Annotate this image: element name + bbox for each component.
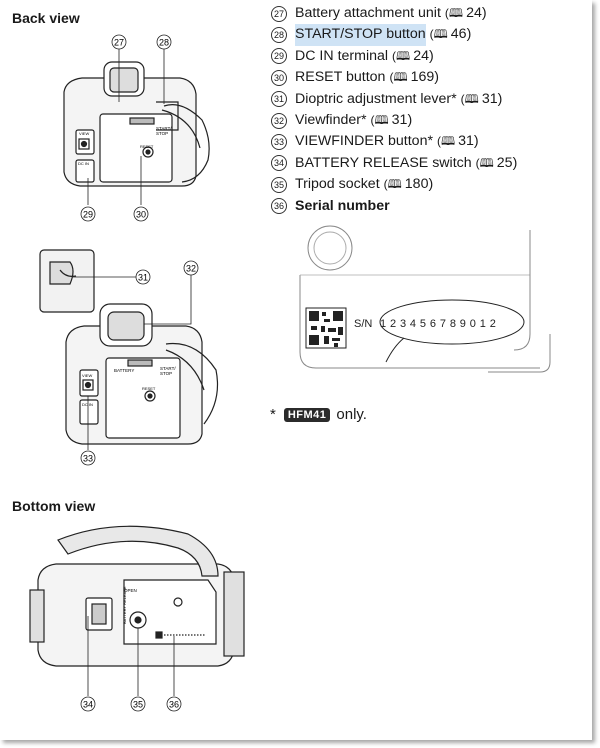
svg-text:DC IN: DC IN bbox=[82, 402, 93, 407]
svg-text:36: 36 bbox=[169, 700, 179, 710]
part-number: 29 bbox=[271, 48, 287, 65]
part-ref: 46 bbox=[450, 26, 467, 43]
callout-36: 36 bbox=[166, 696, 182, 712]
part-ref: 169 bbox=[410, 69, 435, 86]
book-icon: 🕮 bbox=[393, 70, 408, 85]
part-label: VIEWFINDER button* bbox=[295, 133, 433, 150]
callout-30: 30 bbox=[133, 206, 149, 222]
battery-release-label: BATTERY RELEASE bbox=[122, 586, 127, 624]
open-label: OPEN bbox=[124, 588, 137, 593]
part-ref: 24 bbox=[413, 47, 429, 64]
serial-number-text: 1 2 3 4 5 6 7 8 9 0 1 2 bbox=[380, 318, 496, 330]
serial-prefix: S/N bbox=[354, 318, 372, 330]
part-number: 34 bbox=[271, 155, 287, 172]
part-ref: 180 bbox=[404, 176, 429, 193]
start-stop-label: START/ bbox=[156, 126, 172, 131]
part-label: Tripod socket bbox=[295, 176, 380, 193]
part-ref: 31 bbox=[481, 90, 498, 107]
part-label: DC IN terminal bbox=[295, 47, 389, 64]
part-number: 36 bbox=[271, 198, 287, 215]
back-view-camera-drawing: START/ STOP VIEW DC IN RESET 27 28 29 30 bbox=[63, 34, 210, 222]
svg-text:29: 29 bbox=[83, 210, 93, 220]
svg-text:28: 28 bbox=[159, 38, 169, 48]
part-label: Dioptric adjustment lever* bbox=[295, 90, 457, 107]
footnote-star: * bbox=[270, 406, 276, 423]
book-icon: 🕮 bbox=[433, 27, 448, 42]
part-number: 27 bbox=[271, 5, 287, 22]
callout-32: 32 bbox=[183, 260, 199, 276]
part-label: Viewfinder* bbox=[295, 111, 367, 128]
part-ref: 31 bbox=[391, 111, 408, 128]
book-icon: 🕮 bbox=[448, 6, 464, 20]
svg-text:32: 32 bbox=[186, 264, 196, 274]
part-number: 30 bbox=[271, 69, 287, 86]
book-icon: 🕮 bbox=[440, 134, 456, 149]
svg-text:VIEW: VIEW bbox=[82, 373, 92, 378]
part-label: Serial number bbox=[295, 197, 390, 214]
callout-33: 33 bbox=[80, 450, 96, 466]
svg-text:34: 34 bbox=[83, 700, 93, 710]
svg-text:30: 30 bbox=[136, 210, 146, 220]
footnote: * HFM41 only. bbox=[270, 406, 367, 423]
part-ref: 25 bbox=[496, 154, 513, 171]
callout-29: 29 bbox=[80, 206, 96, 222]
dc-in-label: DC IN bbox=[78, 161, 89, 166]
svg-text:33: 33 bbox=[83, 454, 93, 464]
svg-text:35: 35 bbox=[133, 700, 143, 710]
book-icon: 🕮 bbox=[374, 112, 389, 127]
bottom-view-camera-drawing: OPEN BATTERY RELEASE 34 35 36 bbox=[29, 525, 245, 712]
back-view-heading: Back view bbox=[12, 10, 80, 26]
svg-text:RESET: RESET bbox=[142, 386, 156, 391]
part-item-36: 36 Serial number bbox=[268, 196, 517, 217]
part-ref: 31 bbox=[458, 133, 474, 150]
part-number: 28 bbox=[271, 27, 287, 44]
callout-35: 35 bbox=[130, 696, 146, 712]
svg-text:STOP: STOP bbox=[156, 131, 168, 136]
part-label: Battery attachment unit bbox=[295, 5, 441, 21]
battery-label: BATTERY bbox=[114, 368, 134, 373]
book-icon: 🕮 bbox=[396, 48, 411, 63]
svg-text:START/: START/ bbox=[160, 366, 176, 371]
part-number: 32 bbox=[271, 112, 287, 129]
part-label: RESET button bbox=[295, 69, 386, 86]
footnote-text: only. bbox=[336, 406, 367, 423]
book-icon: 🕮 bbox=[387, 177, 402, 192]
callout-34: 34 bbox=[80, 696, 96, 712]
view-finder-label: VIEW bbox=[79, 131, 89, 136]
book-icon: 🕮 bbox=[479, 155, 494, 170]
svg-text:27: 27 bbox=[114, 38, 124, 48]
svg-text:31: 31 bbox=[138, 273, 148, 283]
part-ref: 24 bbox=[466, 5, 482, 21]
model-badge: HFM41 bbox=[283, 407, 331, 422]
part-label: START/STOP button bbox=[295, 24, 426, 46]
callout-27: 27 bbox=[111, 34, 127, 50]
callout-28: 28 bbox=[156, 34, 172, 50]
bottom-view-heading: Bottom view bbox=[12, 498, 96, 514]
part-number: 35 bbox=[271, 176, 287, 193]
qr-code-icon bbox=[305, 307, 347, 349]
svg-text:STOP: STOP bbox=[160, 371, 172, 376]
part-label: BATTERY RELEASE switch bbox=[295, 154, 472, 171]
viewfinder-camera-drawing: BATTERY VIEW DC IN RESET START/ STOP 31 … bbox=[39, 249, 219, 466]
reset-label: RESET bbox=[140, 144, 154, 149]
callout-31: 31 bbox=[135, 269, 151, 285]
serial-number-illustration: S/N 1 2 3 4 5 6 7 8 9 0 1 2 bbox=[299, 225, 551, 373]
part-number: 33 bbox=[271, 134, 287, 151]
part-number: 31 bbox=[271, 91, 287, 108]
book-icon: 🕮 bbox=[464, 91, 479, 106]
